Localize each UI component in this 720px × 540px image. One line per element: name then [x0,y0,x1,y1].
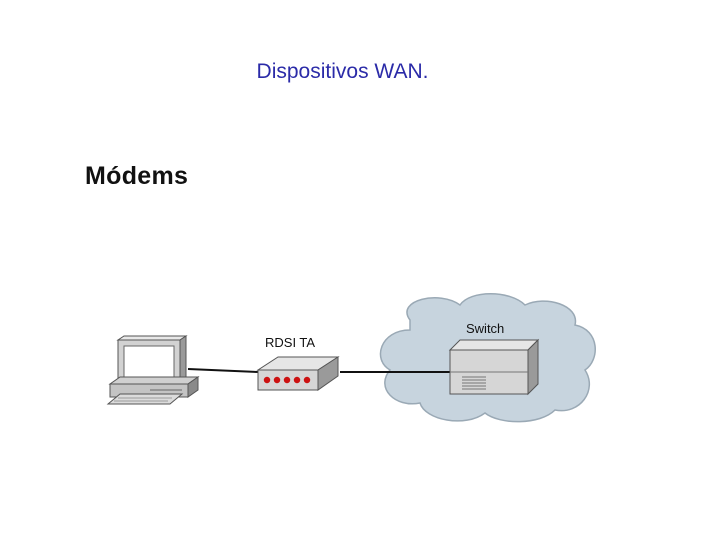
ta-led [303,376,311,384]
section-heading: Módems [85,162,189,190]
switch-label: Switch [466,321,504,336]
network-diagram: RDSI TA Switch [106,293,596,423]
link-computer-to-ta [187,368,259,373]
ta-led [273,376,281,384]
ta-led [283,376,291,384]
computer-icon [106,335,200,405]
ta-led [263,376,271,384]
switch-icon [448,338,540,396]
ta-led [293,376,301,384]
slide-title: Dispositivos WAN. [256,60,429,83]
ta-label: RDSI TA [265,335,315,350]
ta-led-group [263,376,311,384]
isdn-ta-icon [256,356,340,391]
